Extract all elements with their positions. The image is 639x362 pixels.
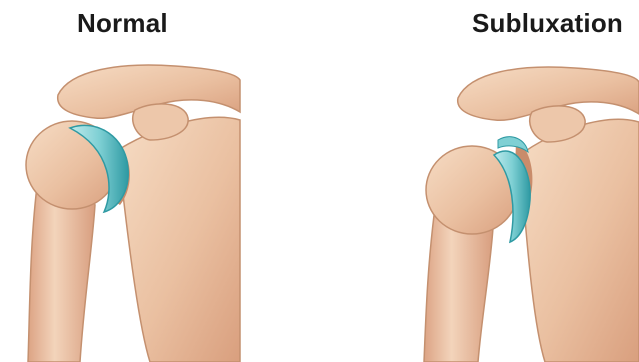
subluxation-shoulder	[424, 67, 639, 362]
subluxation-scapula	[520, 119, 639, 362]
subluxation-labrum	[498, 137, 528, 152]
normal-scapula	[118, 117, 240, 362]
normal-shoulder	[26, 65, 240, 362]
